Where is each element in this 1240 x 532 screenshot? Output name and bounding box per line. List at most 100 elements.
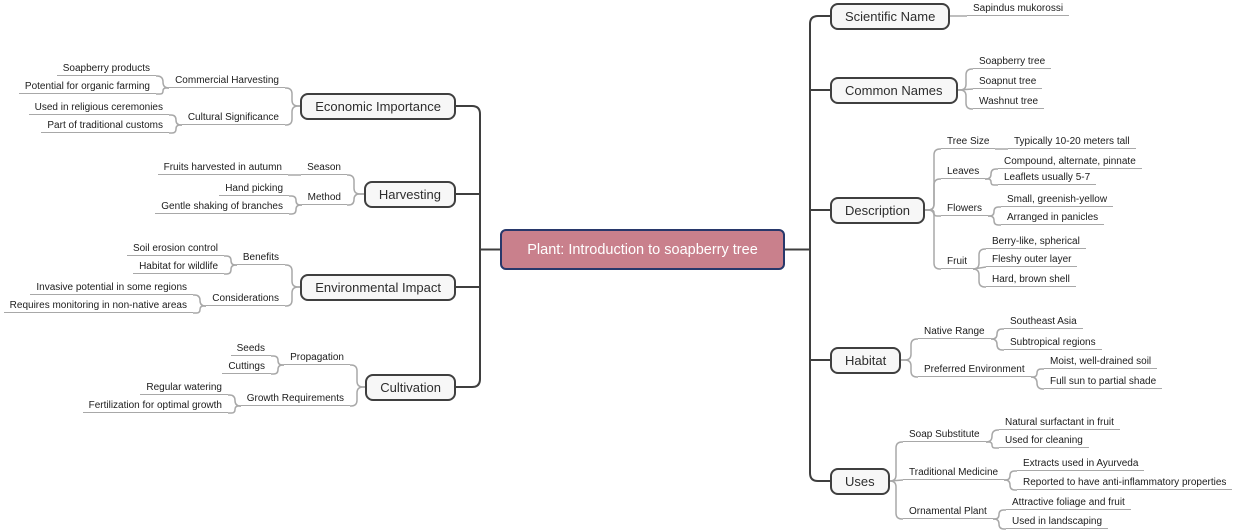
connector-path [1004, 479, 1017, 491]
connector-path [156, 75, 170, 89]
node-cultural-significance[interactable]: Cultural Significance [181, 111, 285, 125]
node-small-greenish-yellow[interactable]: Small, greenish-yellow [1001, 193, 1114, 207]
node-moist-well-drained-soil[interactable]: Moist, well-drained soil [1044, 355, 1158, 369]
node-growth-requirements[interactable]: Growth Requirements [240, 392, 350, 406]
node-flowers[interactable]: Flowers [941, 202, 989, 216]
node-reported-to-have-anti-inflammatory-properties[interactable]: Reported to have anti-inflammatory prope… [1017, 476, 1233, 490]
branch-harvesting[interactable]: Harvesting [363, 181, 456, 208]
node-preferred-environment[interactable]: Preferred Environment [918, 363, 1031, 377]
branch-common-names[interactable]: Common Names [830, 77, 958, 104]
node-potential-for-organic-farming[interactable]: Potential for organic farming [18, 80, 156, 94]
node-season[interactable]: Season [301, 161, 347, 175]
connector-path [285, 105, 300, 126]
node-requires-monitoring-in-non-native-areas[interactable]: Requires monitoring in non-native areas [3, 299, 193, 313]
node-fleshy-outer-layer[interactable]: Fleshy outer layer [986, 253, 1078, 267]
node-washnut-tree[interactable]: Washnut tree [973, 95, 1045, 109]
connector-path [289, 195, 302, 206]
connector-path [289, 204, 302, 215]
node-used-in-landscaping[interactable]: Used in landscaping [1006, 515, 1109, 529]
node-traditional-medicine[interactable]: Traditional Medicine [903, 466, 1005, 480]
node-cuttings[interactable]: Cuttings [222, 360, 271, 374]
node-habitat-for-wildlife[interactable]: Habitat for wildlife [133, 260, 224, 274]
connector-path [271, 364, 284, 375]
connector-path [1031, 368, 1044, 378]
connector-path [986, 441, 999, 449]
connector-path [985, 178, 998, 186]
node-part-of-traditional-customs[interactable]: Part of traditional customs [41, 119, 169, 133]
connector-path [224, 264, 237, 275]
connector-path [889, 441, 903, 482]
connector-path [1030, 376, 1044, 390]
node-benefits[interactable]: Benefits [236, 251, 285, 265]
branch-scientific-name[interactable]: Scientific Name [830, 3, 951, 30]
node-berry-like-spherical[interactable]: Berry-like, spherical [986, 235, 1086, 249]
central-node[interactable]: Plant: Introduction to soapberry tree [500, 229, 785, 270]
connector-path [228, 405, 241, 414]
node-hand-picking[interactable]: Hand picking [219, 182, 289, 196]
connector-path [228, 394, 241, 407]
connector-path [925, 178, 941, 211]
node-sapindus-mukorossi[interactable]: Sapindus mukorossi [967, 2, 1070, 16]
node-fruits-harvested-in-autumn[interactable]: Fruits harvested in autumn [157, 161, 288, 175]
node-leaflets-usually-5-7[interactable]: Leaflets usually 5-7 [998, 171, 1097, 185]
connector-path [347, 174, 364, 195]
connector-path [889, 480, 903, 520]
branch-economic-importance[interactable]: Economic Importance [300, 93, 456, 120]
node-subtropical-regions[interactable]: Subtropical regions [1004, 336, 1102, 350]
node-ornamental-plant[interactable]: Ornamental Plant [903, 505, 993, 519]
connector-path [193, 294, 206, 307]
node-commercial-harvesting[interactable]: Commercial Harvesting [169, 74, 285, 88]
node-attractive-foliage-and-fruit[interactable]: Attractive foliage and fruit [1006, 496, 1131, 510]
connector-path [350, 386, 365, 407]
node-leaves[interactable]: Leaves [941, 165, 986, 179]
node-soapberry-products[interactable]: Soapberry products [56, 62, 156, 76]
node-used-for-cleaning[interactable]: Used for cleaning [999, 434, 1089, 448]
node-tree-size[interactable]: Tree Size [941, 135, 996, 149]
node-natural-surfactant-in-fruit[interactable]: Natural surfactant in fruit [999, 416, 1120, 430]
connector-path [958, 68, 973, 91]
connector-path [991, 338, 1004, 351]
connector-path [285, 286, 300, 307]
connector-path [972, 268, 986, 288]
connector-path [991, 328, 1004, 340]
node-gentle-shaking-of-branches[interactable]: Gentle shaking of branches [155, 200, 289, 214]
branch-environmental-impact[interactable]: Environmental Impact [300, 274, 456, 301]
node-fruit[interactable]: Fruit [941, 255, 973, 269]
node-extracts-used-in-ayurveda[interactable]: Extracts used in Ayurveda [1017, 457, 1145, 471]
node-soil-erosion-control[interactable]: Soil erosion control [126, 242, 224, 256]
node-seeds[interactable]: Seeds [230, 342, 271, 356]
connector-path [988, 206, 1001, 217]
connector-path [169, 124, 182, 134]
node-soap-substitute[interactable]: Soap Substitute [903, 428, 986, 442]
connector-path [271, 355, 284, 366]
connector-path [958, 89, 973, 110]
branch-habitat[interactable]: Habitat [830, 347, 902, 374]
branch-cultivation[interactable]: Cultivation [365, 374, 456, 401]
node-soapnut-tree[interactable]: Soapnut tree [973, 75, 1043, 89]
branch-description[interactable]: Description [830, 197, 926, 224]
node-method[interactable]: Method [301, 191, 347, 205]
node-soapberry-tree[interactable]: Soapberry tree [973, 55, 1052, 69]
connector-path [347, 193, 364, 206]
node-arranged-in-panicles[interactable]: Arranged in panicles [1001, 211, 1105, 225]
node-southeast-asia[interactable]: Southeast Asia [1004, 315, 1083, 329]
node-considerations[interactable]: Considerations [206, 292, 285, 306]
connector-path [1004, 470, 1017, 481]
node-full-sun-to-partial-shade[interactable]: Full sun to partial shade [1044, 375, 1163, 389]
node-invasive-potential-in-some-regions[interactable]: Invasive potential in some regions [30, 281, 193, 295]
connector-path [285, 264, 300, 288]
node-propagation[interactable]: Propagation [284, 351, 350, 365]
node-regular-watering[interactable]: Regular watering [140, 381, 228, 395]
connector-path [988, 215, 1001, 226]
connector-path [901, 338, 918, 361]
node-native-range[interactable]: Native Range [918, 325, 991, 339]
connector-path [456, 105, 481, 388]
connector-path [993, 518, 1006, 530]
node-used-in-religious-ceremonies[interactable]: Used in religious ceremonies [28, 101, 169, 115]
node-compound-alternate-pinnate[interactable]: Compound, alternate, pinnate [998, 155, 1142, 169]
branch-uses[interactable]: Uses [830, 468, 890, 495]
node-typically-10-20-meters-tall[interactable]: Typically 10-20 meters tall [1008, 135, 1136, 149]
node-fertilization-for-optimal-growth[interactable]: Fertilization for optimal growth [82, 399, 228, 413]
node-hard-brown-shell[interactable]: Hard, brown shell [986, 273, 1076, 287]
